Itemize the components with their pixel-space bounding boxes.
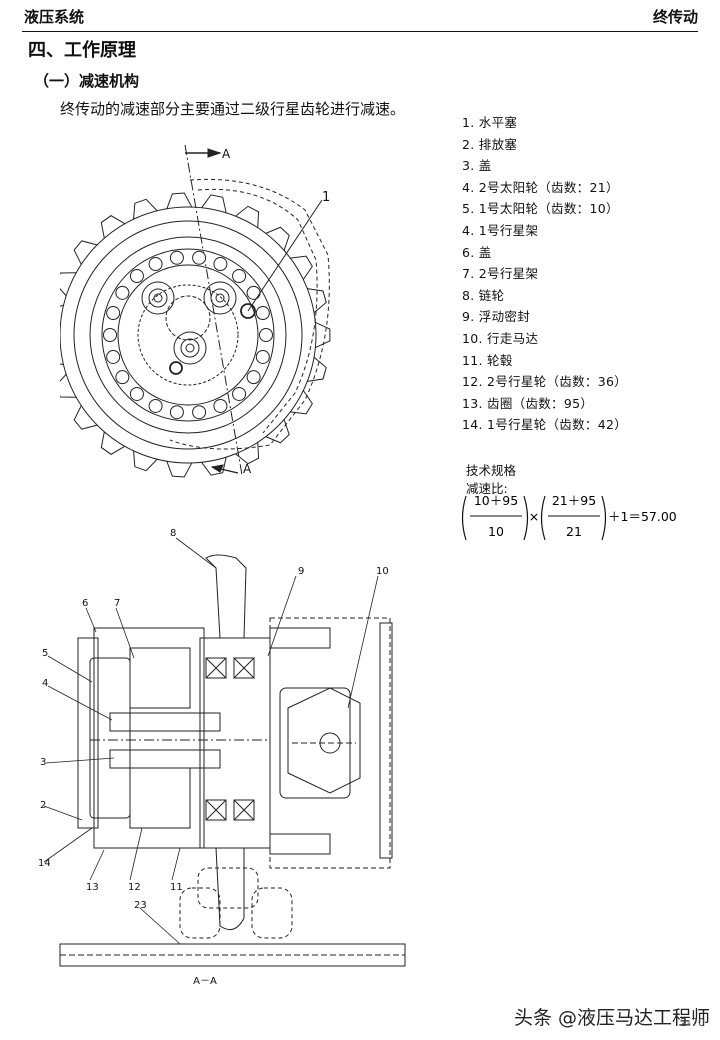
drawing-callout-1: 1 — [322, 190, 330, 205]
sprocket-tooth — [307, 356, 327, 382]
bolt-hole — [232, 386, 247, 401]
list-item: 5. 1号太阳轮（齿数：10） — [462, 201, 619, 217]
list-item: 6. 盖 — [462, 244, 492, 260]
bolt-hole — [148, 398, 163, 413]
section-title: 四、工作原理 — [28, 40, 136, 61]
drawing-callout-7: 7 — [114, 598, 120, 609]
bolt-hole — [115, 285, 130, 300]
list-item: 9. 浮动密封 — [462, 309, 530, 325]
sprocket-tooth — [201, 194, 227, 213]
drawing-callout-9: 9 — [298, 566, 304, 577]
sprocket-tooth — [133, 198, 158, 220]
list-item: 4. 1号行星架 — [462, 222, 539, 238]
bolt-hole — [169, 250, 184, 265]
watermark: 头条 @液压马达工程师 — [514, 1007, 711, 1029]
sprocket-tooth — [100, 215, 126, 239]
header-divider — [22, 31, 698, 32]
sprocket-front-view-drawing: 1 A A — [60, 144, 331, 478]
list-item: 1. 水平塞 — [462, 115, 518, 130]
parts-list: 1. 水平塞 2. 排放塞 3. 盖 4. 2号太阳轮（齿数：21） 5. 1号… — [462, 112, 627, 436]
page-number: 2-70 — [680, 1016, 705, 1029]
section-label: A－A — [193, 976, 217, 987]
bolt-hole — [213, 398, 228, 413]
sprocket-tooth — [290, 255, 313, 280]
bolt-hole — [106, 306, 121, 321]
bolt-hole — [192, 405, 207, 420]
drawing-callout-13: 13 — [86, 882, 99, 893]
formula-result: ＋1＝57.00 — [608, 509, 677, 524]
list-item: 8. 链轮 — [462, 287, 505, 303]
section-mark-bottom: A — [243, 462, 252, 476]
sub-title: （一）减速机构 — [34, 72, 140, 90]
drawing-callout-5: 5 — [42, 648, 48, 659]
drawing-callout-6: 6 — [82, 598, 88, 609]
list-item: 11. 轮毂 — [462, 352, 513, 368]
list-item: 7. 2号行星架 — [462, 266, 539, 282]
bolt-hole — [255, 349, 270, 364]
bolt-hole — [259, 328, 273, 342]
drawing-callout-12: 12 — [128, 882, 141, 893]
reduction-ratio-formula: 10＋95 10 × 21＋95 21 ＋1＝57.00 — [461, 493, 677, 541]
drawing-callout-2: 2 — [40, 800, 46, 811]
list-item: 3. 盖 — [462, 158, 492, 174]
section-mark-top: A — [222, 147, 231, 161]
intro-paragraph: 终传动的减速部分主要通过二级行星齿轮进行减速。 — [60, 100, 406, 118]
formula-times: × — [529, 509, 539, 524]
drawing-callout-4: 4 — [42, 678, 48, 689]
spec-ratio-label: 减速比: — [466, 481, 508, 496]
bolt-hole — [213, 257, 228, 272]
bolt-hole — [129, 269, 144, 284]
drawing-callout-11: 11 — [170, 882, 183, 893]
bolt-hole — [148, 257, 163, 272]
sprocket-tooth — [235, 205, 260, 228]
bolt-hole — [129, 386, 144, 401]
section-view-drawing: 8 9 10 6 7 5 4 3 2 14 13 12 11 23 A－A — [38, 528, 406, 987]
list-item: 10. 行走马达 — [462, 330, 539, 346]
drawing-callout-14: 14 — [38, 858, 51, 869]
formula-numerator-2: 21＋95 — [552, 493, 596, 508]
bolt-hole — [169, 405, 184, 420]
formula-numerator-1: 10＋95 — [474, 493, 518, 508]
sprocket-tooth — [73, 240, 98, 265]
sprocket-tooth — [73, 405, 98, 430]
sprocket-tooth — [265, 226, 290, 251]
drawing-callout-3: 3 — [40, 757, 46, 768]
formula-denominator-2: 21 — [566, 524, 582, 539]
list-item: 14. 1号行星轮（齿数：42） — [462, 417, 628, 433]
sprocket-tooth — [265, 419, 290, 444]
header-section-name: 液压系统 — [24, 8, 85, 26]
drawing-callout-8: 8 — [170, 528, 176, 539]
bolt-hole — [255, 306, 270, 321]
sprocket-tooth — [201, 457, 227, 476]
sprocket-tooth — [133, 450, 158, 472]
list-item: 12. 2号行星轮（齿数：36） — [462, 374, 628, 390]
header-chapter-name: 终传动 — [652, 8, 698, 26]
bolt-hole — [115, 370, 130, 385]
sprocket-tooth — [290, 390, 313, 415]
sprocket-tooth — [60, 272, 77, 297]
list-item: 2. 排放塞 — [462, 136, 518, 152]
list-item: 13. 齿圈（齿数：95） — [462, 395, 594, 411]
bolt-hole — [103, 328, 117, 342]
formula-denominator-1: 10 — [488, 524, 504, 539]
bolt-hole — [246, 370, 261, 385]
spec-title: 技术规格 — [466, 463, 517, 478]
bolt-hole — [246, 285, 261, 300]
sprocket-tooth — [307, 288, 327, 314]
list-item: 4. 2号太阳轮（齿数：21） — [462, 179, 619, 195]
bolt-hole — [106, 349, 121, 364]
drawing-callout-10: 10 — [376, 566, 389, 577]
sprocket-tooth — [100, 431, 126, 455]
sprocket-tooth — [315, 322, 331, 348]
drawing-callout-23: 23 — [134, 900, 147, 911]
sprocket-tooth — [166, 461, 193, 478]
bolt-hole — [232, 269, 247, 284]
sprocket-tooth — [235, 442, 260, 465]
sprocket-tooth — [166, 192, 193, 209]
sprocket-tooth — [60, 373, 77, 398]
bolt-hole — [192, 250, 207, 265]
